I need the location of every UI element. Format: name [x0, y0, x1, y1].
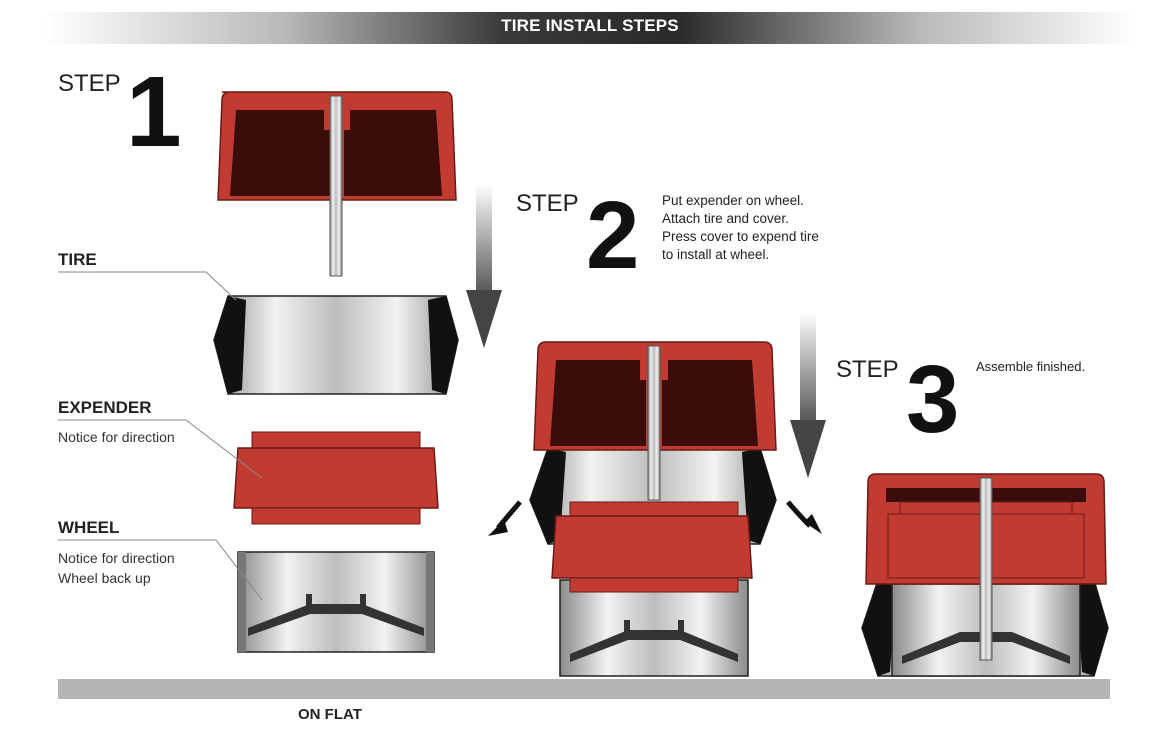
expender-leader-line — [58, 419, 263, 479]
step1-word: STEP — [58, 70, 121, 97]
tire-label: TIRE — [58, 250, 97, 269]
step1-number: 1 — [126, 56, 182, 168]
wheel-note-direction: Notice for direction — [58, 550, 175, 566]
wheel-leader-line — [58, 539, 263, 601]
step3-rod — [979, 477, 993, 661]
step2-text-3: Press cover to expend tire — [662, 229, 819, 244]
step2-down-arrow — [790, 312, 826, 478]
ground-label: ON FLAT — [298, 706, 362, 723]
step2-rod — [647, 345, 661, 501]
step3-text: Assemble finished. — [976, 359, 1086, 374]
step2-word: STEP — [516, 190, 579, 217]
wheel-note-backup: Wheel back up — [58, 570, 151, 586]
wheel-label: WHEEL — [58, 518, 120, 537]
left-expand-arrowhead — [488, 520, 508, 536]
right-expand-arrowhead — [804, 514, 822, 534]
step1-expender — [233, 431, 439, 525]
step3-number: 3 — [906, 346, 960, 453]
step2-text-2: Attach tire and cover. — [662, 211, 789, 226]
step3-word: STEP — [836, 356, 899, 383]
expender-note: Notice for direction — [58, 429, 175, 445]
title-bar — [45, 12, 1135, 44]
step2-wheel — [559, 579, 749, 677]
step1-down-arrow — [466, 184, 502, 348]
expender-label: EXPENDER — [58, 398, 152, 417]
step2-text-4: to install at wheel. — [662, 247, 770, 262]
step2-number: 2 — [586, 182, 640, 289]
step1-rod — [329, 95, 343, 277]
ground-surface — [58, 679, 1110, 699]
step2-expender — [551, 501, 753, 593]
step1-wheel — [237, 551, 435, 653]
step1-tire — [213, 295, 459, 395]
step2-text-1: Put expender on wheel. — [662, 193, 804, 208]
page-title: TIRE INSTALL STEPS — [501, 16, 679, 35]
tire-leader-line — [58, 271, 237, 301]
